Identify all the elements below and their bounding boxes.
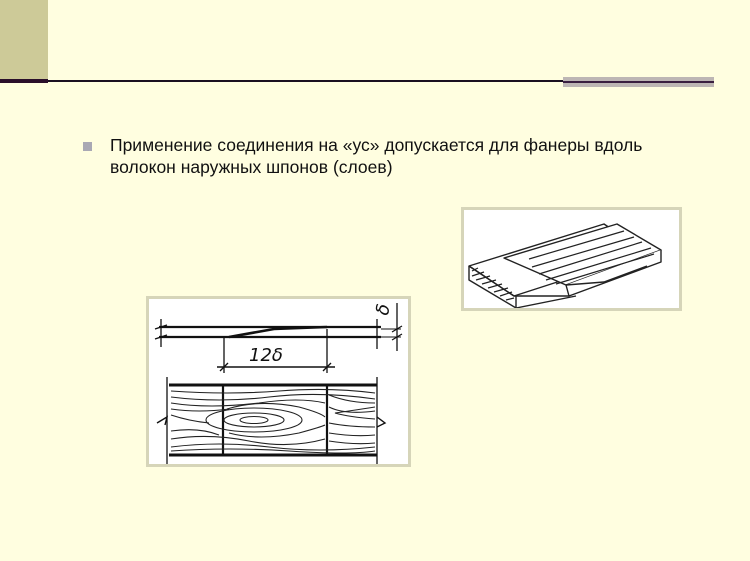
scarf-joint-drawing-icon: 12δ δ bbox=[154, 302, 403, 464]
square-bullet-icon bbox=[83, 142, 92, 151]
plywood-scarf-illustration bbox=[461, 207, 682, 311]
plywood-board-icon bbox=[468, 223, 662, 308]
header-left-accent-block bbox=[0, 0, 48, 79]
dimension-label-thickness: δ bbox=[372, 302, 395, 316]
bullet-text: Применение соединения на «ус» допускаетс… bbox=[110, 135, 643, 177]
header-accent-bar-line bbox=[563, 81, 714, 83]
title-divider-line bbox=[0, 80, 714, 82]
dimension-label-length: 12δ bbox=[249, 345, 283, 366]
title-divider-thick-segment bbox=[0, 79, 48, 83]
scarf-joint-technical-drawing: 12δ δ bbox=[146, 296, 411, 467]
